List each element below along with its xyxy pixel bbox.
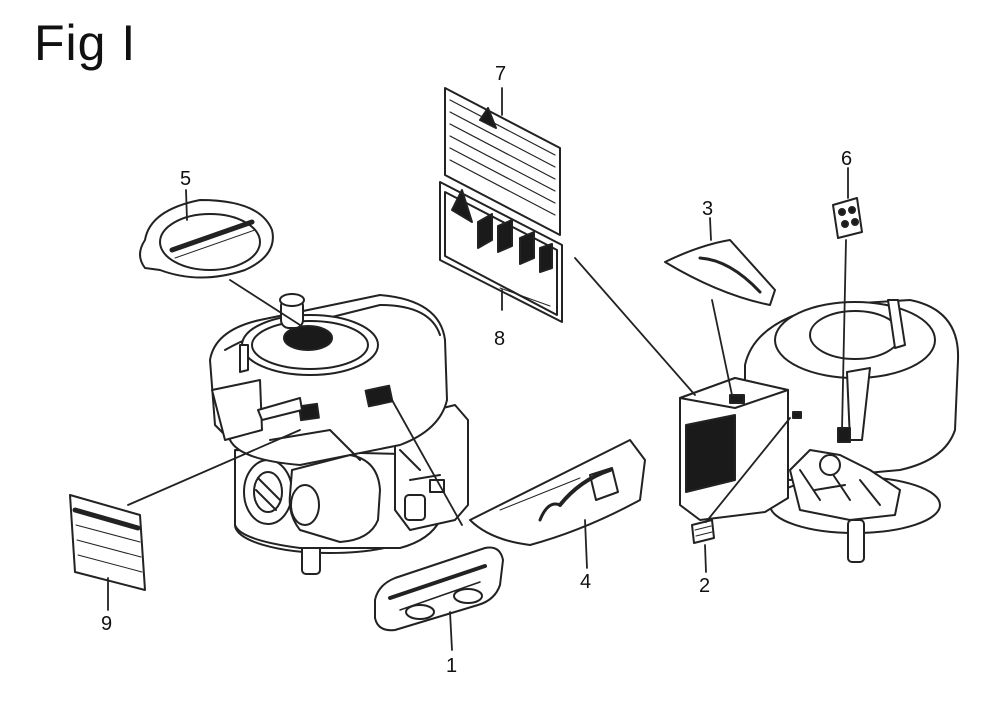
callout-9: 9 bbox=[101, 613, 112, 635]
part-2-tiny-label bbox=[691, 519, 715, 544]
callout-8: 8 bbox=[494, 328, 505, 350]
callouts: 1 2 3 4 5 6 7 8 9 bbox=[101, 63, 852, 677]
part-9-small-label bbox=[69, 494, 146, 591]
leader-lines bbox=[107, 87, 849, 651]
part-1-rating-plate bbox=[374, 546, 504, 632]
part-7-warning-label bbox=[444, 87, 561, 236]
right-engine bbox=[679, 299, 960, 563]
part-4-gsv-decal bbox=[469, 439, 646, 546]
figure-title: Fig I bbox=[34, 15, 137, 71]
callout-3: 3 bbox=[702, 198, 713, 220]
callout-6: 6 bbox=[841, 148, 852, 170]
callout-4: 4 bbox=[580, 571, 591, 593]
callout-2: 2 bbox=[699, 575, 710, 597]
callout-5: 5 bbox=[180, 168, 191, 190]
left-engine bbox=[209, 293, 469, 575]
part-3-curved-decal bbox=[664, 239, 776, 306]
callout-7: 7 bbox=[495, 63, 506, 85]
part-6-small-tag bbox=[832, 197, 863, 239]
callout-1: 1 bbox=[446, 655, 457, 677]
part-5-cap-decal bbox=[139, 199, 274, 279]
part-8-safety-label bbox=[439, 181, 563, 323]
